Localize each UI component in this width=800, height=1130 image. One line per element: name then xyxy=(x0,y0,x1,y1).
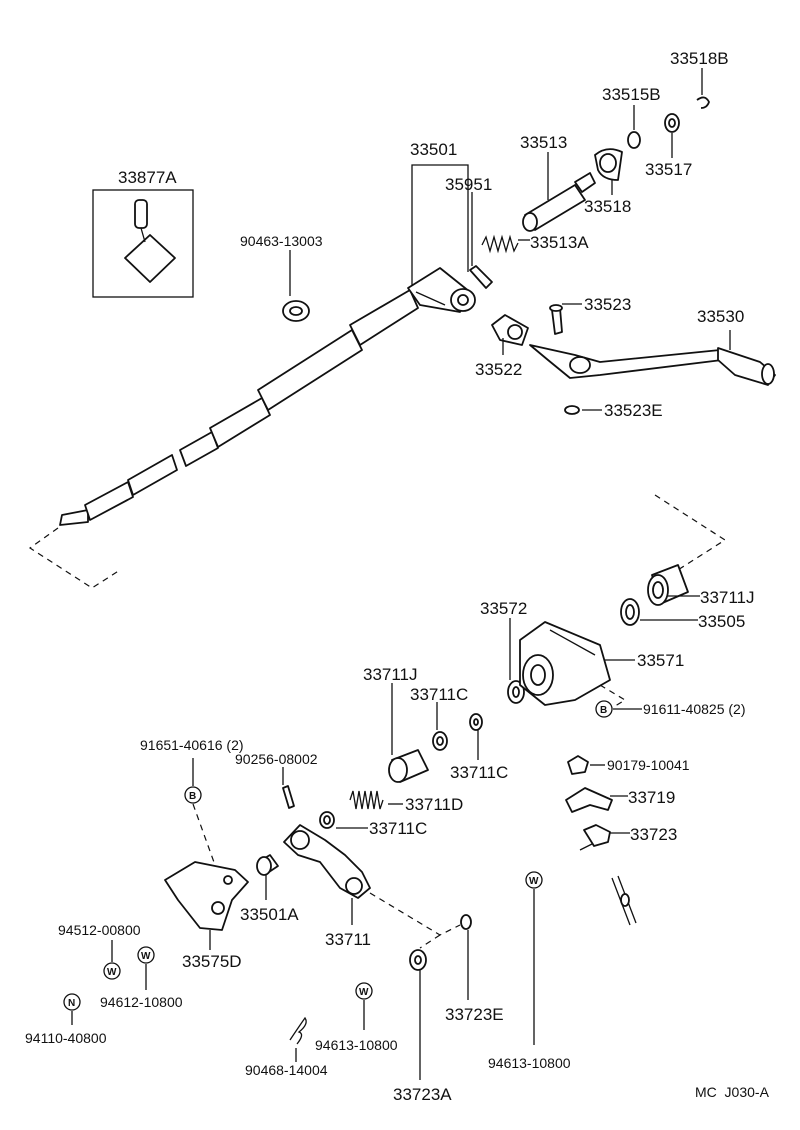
label-33711C-c: 33711C xyxy=(369,819,427,838)
label-33517: 33517 xyxy=(645,160,692,179)
label-94613-10800-b: 94613-10800 xyxy=(488,1055,571,1071)
spring-33711D xyxy=(349,790,403,810)
label-33530: 33530 xyxy=(697,307,744,326)
bolt-marker-91611: B xyxy=(595,700,642,718)
label-33711C-b: 33711C xyxy=(450,763,508,782)
bushing-33723A xyxy=(409,949,427,1080)
label-33515B: 33515B xyxy=(602,85,661,104)
nut-90179-10041 xyxy=(567,755,605,775)
svg-text:B: B xyxy=(189,791,196,802)
ring-33515B xyxy=(627,105,641,149)
bushing-33711J-mid xyxy=(388,683,429,783)
clip-33518B xyxy=(696,68,710,109)
label-94612-10800: 94612-10800 xyxy=(100,994,183,1010)
clip-90468-14004 xyxy=(289,1016,307,1062)
label-33571: 33571 xyxy=(637,651,684,670)
dashed-reference-right xyxy=(654,494,727,576)
label-33518: 33518 xyxy=(584,197,631,216)
housing-33571 xyxy=(519,621,635,706)
pin-90256-08002 xyxy=(282,767,295,809)
washer-marker-94612: W xyxy=(137,946,155,990)
label-90179-10041: 90179-10041 xyxy=(607,757,690,773)
label-33501: 33501 xyxy=(410,140,457,159)
joint-33522 xyxy=(491,314,529,355)
label-33523E: 33523E xyxy=(604,401,663,420)
svg-text:B: B xyxy=(600,705,607,716)
label-33711J-upper: 33711J xyxy=(700,588,755,607)
dashed-reference-left xyxy=(28,527,121,589)
pin-33523 xyxy=(549,303,582,335)
bushing-33501A xyxy=(256,854,279,900)
pin-35951 xyxy=(469,192,493,289)
label-33522: 33522 xyxy=(475,360,522,379)
leader-33501 xyxy=(411,164,469,285)
nut-marker-94110: N xyxy=(63,993,81,1025)
label-33719: 33719 xyxy=(628,788,675,807)
diagram-code: MC J030-A xyxy=(695,1084,770,1100)
label-33513A: 33513A xyxy=(530,233,589,252)
label-tag-33877A xyxy=(92,189,194,298)
lever-33711 xyxy=(283,824,371,925)
label-33575D: 33575D xyxy=(182,952,242,971)
bushing-33518 xyxy=(594,148,623,195)
clip-33523E xyxy=(564,405,602,415)
shift-tube-33501 xyxy=(59,267,476,526)
svg-text:N: N xyxy=(68,998,75,1009)
label-35951: 35951 xyxy=(445,175,492,194)
clip-33723E xyxy=(460,914,472,1000)
lever-33530 xyxy=(529,330,776,386)
svg-text:W: W xyxy=(107,967,117,978)
ring-33711C-b xyxy=(469,713,483,760)
label-33711D: 33711D xyxy=(405,795,463,814)
dashed-link-33711 xyxy=(369,892,461,936)
label-94512-00800: 94512-00800 xyxy=(58,922,141,938)
shaft-33513 xyxy=(522,152,596,232)
label-33723: 33723 xyxy=(630,825,677,844)
label-33572: 33572 xyxy=(480,599,527,618)
ring-33711C-a xyxy=(432,702,448,751)
label-94613-10800-a: 94613-10800 xyxy=(315,1037,398,1053)
label-33505: 33505 xyxy=(698,612,745,631)
washer-marker-94613-b: W xyxy=(525,871,543,1045)
label-91611-40825: 91611-40825 (2) xyxy=(643,701,745,717)
dashed-link-33723A xyxy=(419,934,441,949)
label-90463-13003: 90463-13003 xyxy=(240,233,323,249)
ring-33711C-c xyxy=(319,811,368,829)
ring-33517 xyxy=(664,113,680,158)
label-33523: 33523 xyxy=(584,295,631,314)
label-33711: 33711 xyxy=(325,930,371,949)
dashed-bolt-91651 xyxy=(192,803,216,866)
label-33711C-a: 33711C xyxy=(410,685,468,704)
svg-text:W: W xyxy=(359,987,369,998)
bracket-33575D xyxy=(164,861,249,950)
label-33501A: 33501A xyxy=(240,905,299,924)
part-33723 xyxy=(579,824,630,851)
svg-text:W: W xyxy=(141,951,151,962)
label-33711J-mid: 33711J xyxy=(363,665,418,684)
label-94110-40800: 94110-40800 xyxy=(25,1030,107,1046)
cable-rod xyxy=(611,875,637,926)
spring-33513A xyxy=(481,234,530,254)
label-33877A: 33877A xyxy=(118,168,177,187)
bolt-marker-91651: B xyxy=(184,758,202,804)
label-33723A: 33723A xyxy=(393,1085,452,1104)
svg-text:W: W xyxy=(529,876,539,887)
label-33723E: 33723E xyxy=(445,1005,504,1024)
label-91651-40616: 91651-40616 (2) xyxy=(140,737,244,753)
clip-33719 xyxy=(565,787,628,813)
label-90256-08002: 90256-08002 xyxy=(235,751,318,767)
ring-33572 xyxy=(507,618,525,704)
label-90468-14004: 90468-14004 xyxy=(245,1062,328,1078)
ring-33505 xyxy=(620,598,698,626)
label-33513: 33513 xyxy=(520,133,567,152)
label-33518B: 33518B xyxy=(670,49,729,68)
washer-marker-94512: W xyxy=(103,940,121,980)
washer-marker-94613-a: W xyxy=(355,982,373,1030)
clip-90463-13003 xyxy=(282,250,310,322)
bushing-33711J-upper xyxy=(647,564,700,606)
